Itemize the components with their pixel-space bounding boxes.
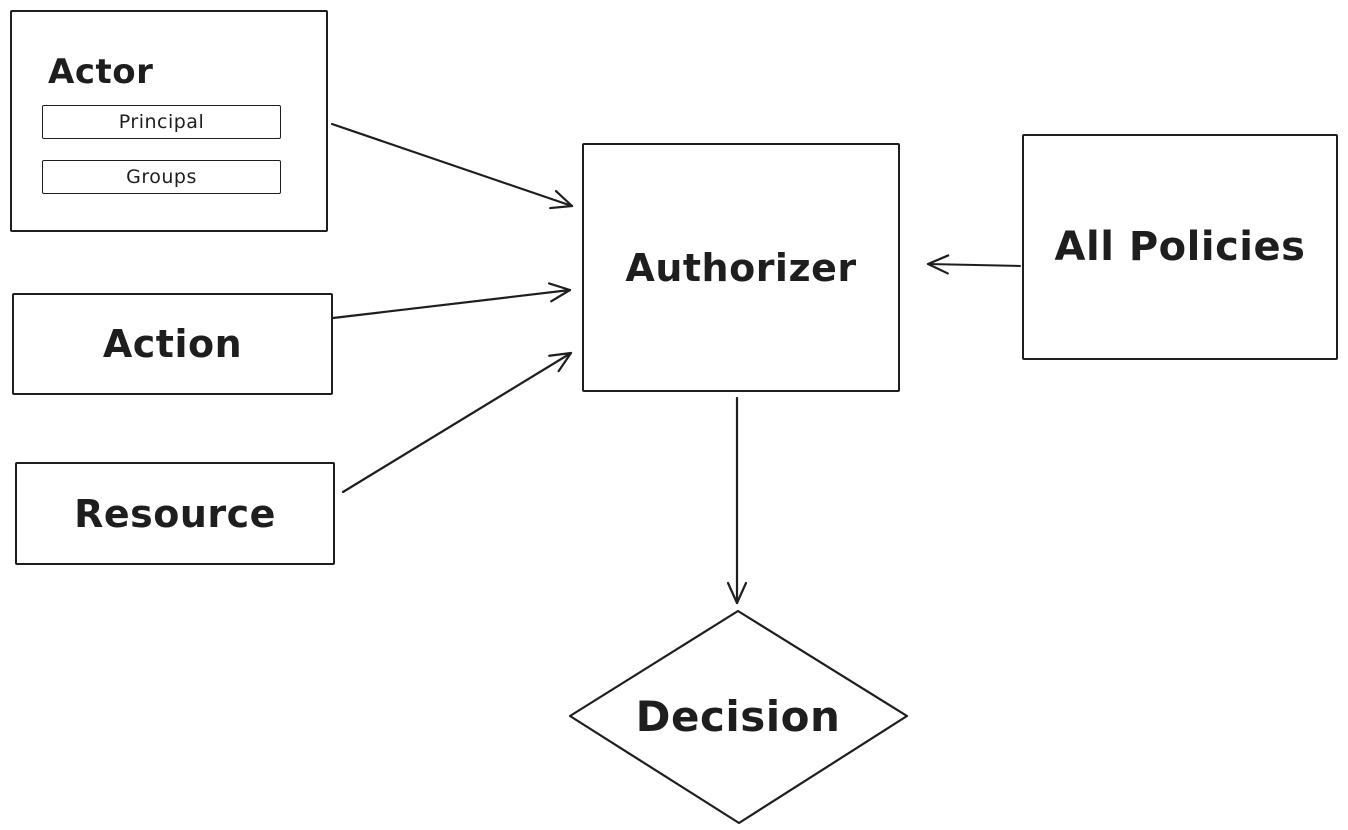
actor-label: Actor [48,52,154,92]
all-policies-label: All Policies [1054,224,1306,270]
groups-label: Groups [126,166,197,188]
edge-action-to-authorizer [331,282,572,320]
principal-label: Principal [118,111,205,133]
resource-label: Resource [74,491,276,536]
node-principal: Principal [42,105,281,139]
authorizer-label: Authorizer [625,245,857,290]
node-all-policies: All Policies [1022,134,1338,360]
edge-all-policies-to-authorizer [926,254,1021,275]
decision-label: Decision [635,692,841,741]
edge-resource-to-authorizer [341,351,573,494]
edge-actor-to-authorizer [330,122,574,210]
node-action: Action [12,293,333,395]
node-resource: Resource [15,462,335,565]
node-authorizer: Authorizer [582,143,900,392]
action-label: Action [102,322,243,366]
node-groups: Groups [42,160,281,194]
